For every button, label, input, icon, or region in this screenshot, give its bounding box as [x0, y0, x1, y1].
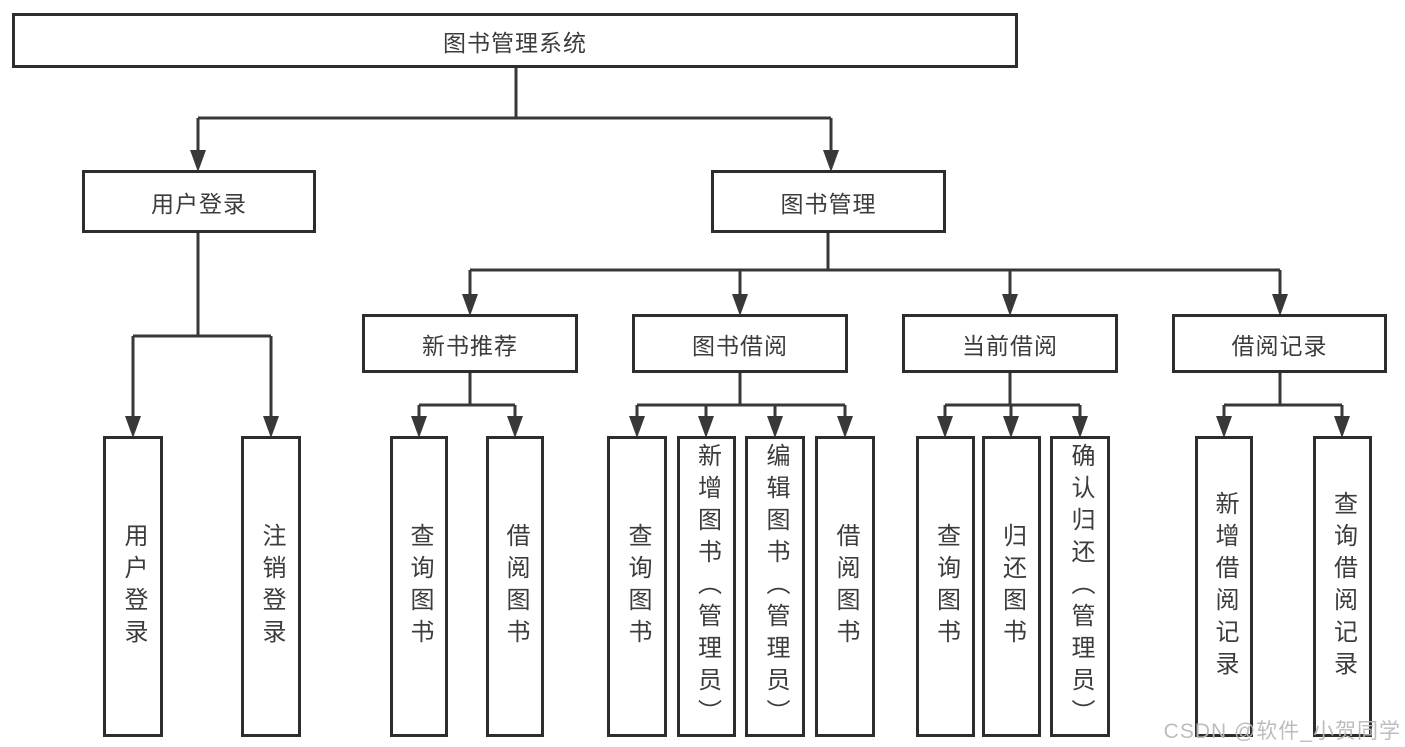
node-label: 查询图书 [624, 522, 651, 651]
node-label: 图书管理系统 [443, 29, 587, 56]
csdn-watermark: CSDN @软件_小贺同学 [1163, 720, 1401, 743]
node-borrow-records: 借阅记录 [1172, 314, 1387, 373]
leaf-query-books-current: 查询图书 [916, 436, 975, 737]
node-label: 新书推荐 [422, 332, 518, 359]
node-label: 借阅记录 [1231, 332, 1328, 359]
node-label: 查询图书 [932, 522, 960, 651]
node-label: 当前借阅 [962, 332, 1058, 359]
node-label: 新增图书（管理员） [693, 442, 721, 731]
node-label: 新增借阅记录 [1211, 490, 1238, 683]
leaf-edit-book-admin: 编辑图书（管理员） [745, 436, 805, 737]
node-label: 查询图书 [406, 522, 433, 651]
leaf-add-borrow-record: 新增借阅记录 [1195, 436, 1253, 737]
node-label: 编辑图书（管理员） [762, 442, 789, 731]
arrowheads [125, 150, 1350, 438]
leaf-borrow-books-recommend: 借阅图书 [486, 436, 544, 737]
node-label: 借阅图书 [502, 522, 529, 651]
node-book-borrow: 图书借阅 [632, 314, 848, 373]
node-user-login: 用户登录 [82, 170, 316, 233]
node-label: 图书管理 [780, 190, 877, 217]
leaf-query-borrow-record: 查询借阅记录 [1313, 436, 1372, 737]
leaf-add-book-admin: 新增图书（管理员） [677, 436, 736, 737]
leaf-return-books: 归还图书 [982, 436, 1041, 737]
leaf-query-books-recommend: 查询图书 [390, 436, 448, 737]
node-new-book-recommend: 新书推荐 [362, 314, 578, 373]
node-current-borrow: 当前借阅 [902, 314, 1118, 373]
node-label: 查询借阅记录 [1329, 490, 1357, 683]
leaf-logout-login: 注销登录 [241, 436, 301, 737]
node-book-management: 图书管理 [711, 170, 946, 233]
node-label: 用户登录 [120, 522, 147, 651]
node-label: 归还图书 [998, 522, 1026, 651]
leaf-borrow-books-borrow: 借阅图书 [815, 436, 875, 737]
leaf-user-login: 用户登录 [103, 436, 163, 737]
node-label: 注销登录 [258, 522, 285, 651]
node-label: 借阅图书 [832, 522, 859, 651]
node-label: 用户登录 [151, 190, 247, 217]
node-library-management-system: 图书管理系统 [12, 13, 1018, 68]
node-label: 确认归还（管理员） [1067, 442, 1094, 731]
leaf-confirm-return-admin: 确认归还（管理员） [1050, 436, 1110, 737]
node-label: 图书借阅 [692, 332, 788, 359]
connector-paths [131, 68, 1344, 419]
leaf-query-books-borrow: 查询图书 [607, 436, 667, 737]
